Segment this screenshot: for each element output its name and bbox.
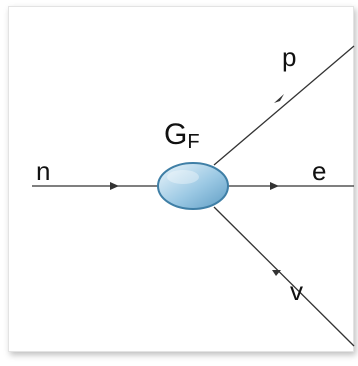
coupling-constant-label: GF xyxy=(164,118,200,153)
neutron-arrow xyxy=(110,182,119,190)
neutrino-arrow xyxy=(272,270,281,276)
coupling-subscript: F xyxy=(187,131,200,153)
electron-arrow xyxy=(270,182,279,190)
neutrino-label: v xyxy=(290,276,303,306)
neutron-label: n xyxy=(36,156,51,186)
neutrino-line xyxy=(213,206,355,347)
proton-arrow xyxy=(274,94,284,103)
coupling-main: G xyxy=(164,118,188,151)
proton-line xyxy=(213,45,355,166)
vertex-highlight xyxy=(167,170,199,184)
proton-label: p xyxy=(282,42,297,72)
interaction-vertex xyxy=(157,162,229,210)
electron-label: e xyxy=(312,156,327,186)
